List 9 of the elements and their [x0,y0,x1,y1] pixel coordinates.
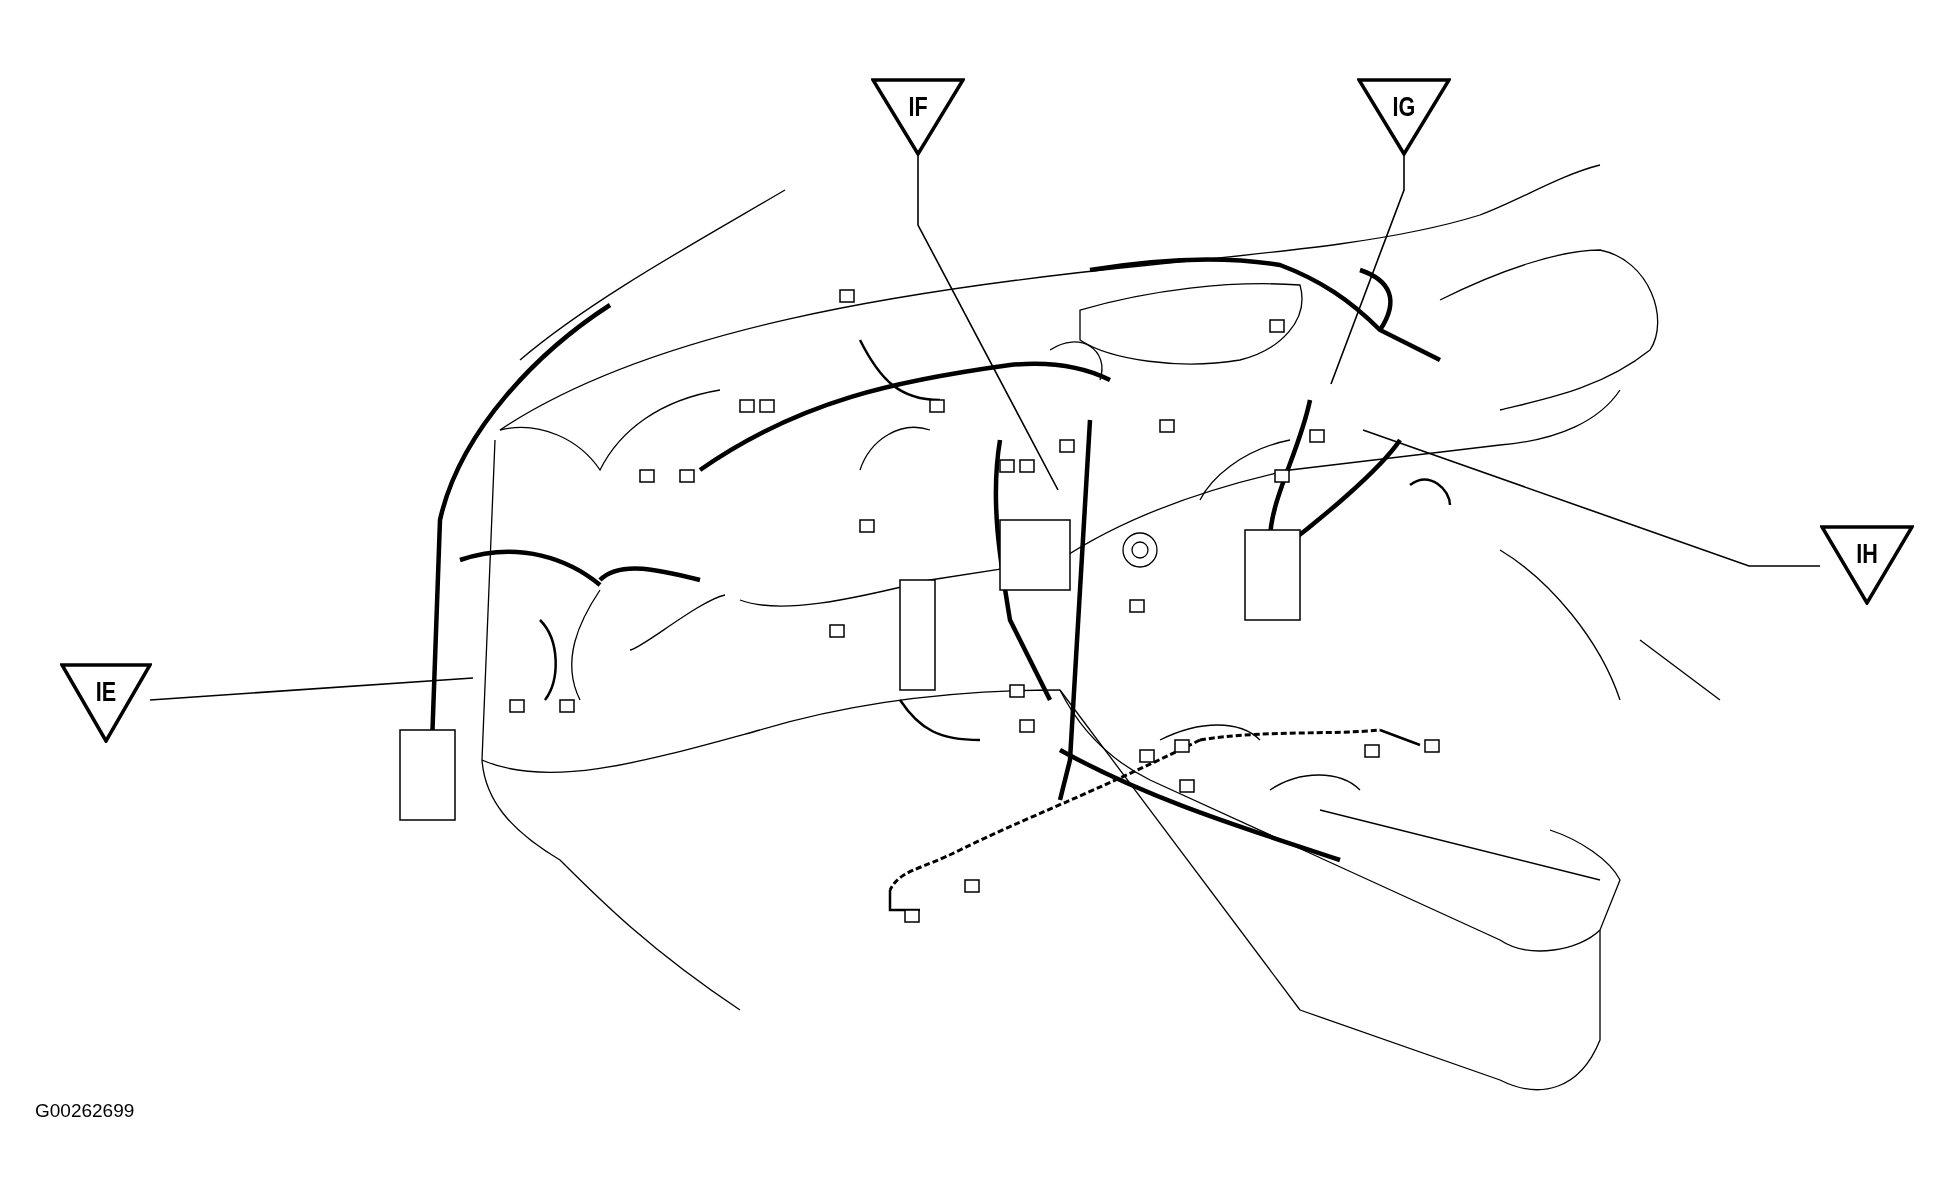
callout-letter: IE [94,677,118,707]
callout-letter: IF [907,92,929,122]
callout-letter: IH [1855,539,1879,569]
leader-line [149,677,474,701]
leader-line [1330,155,1405,385]
leader-line [1362,429,1821,567]
figure-code: G00262699 [35,1100,135,1122]
callout-letter: IG [1391,92,1417,122]
leader-line [917,155,1059,491]
